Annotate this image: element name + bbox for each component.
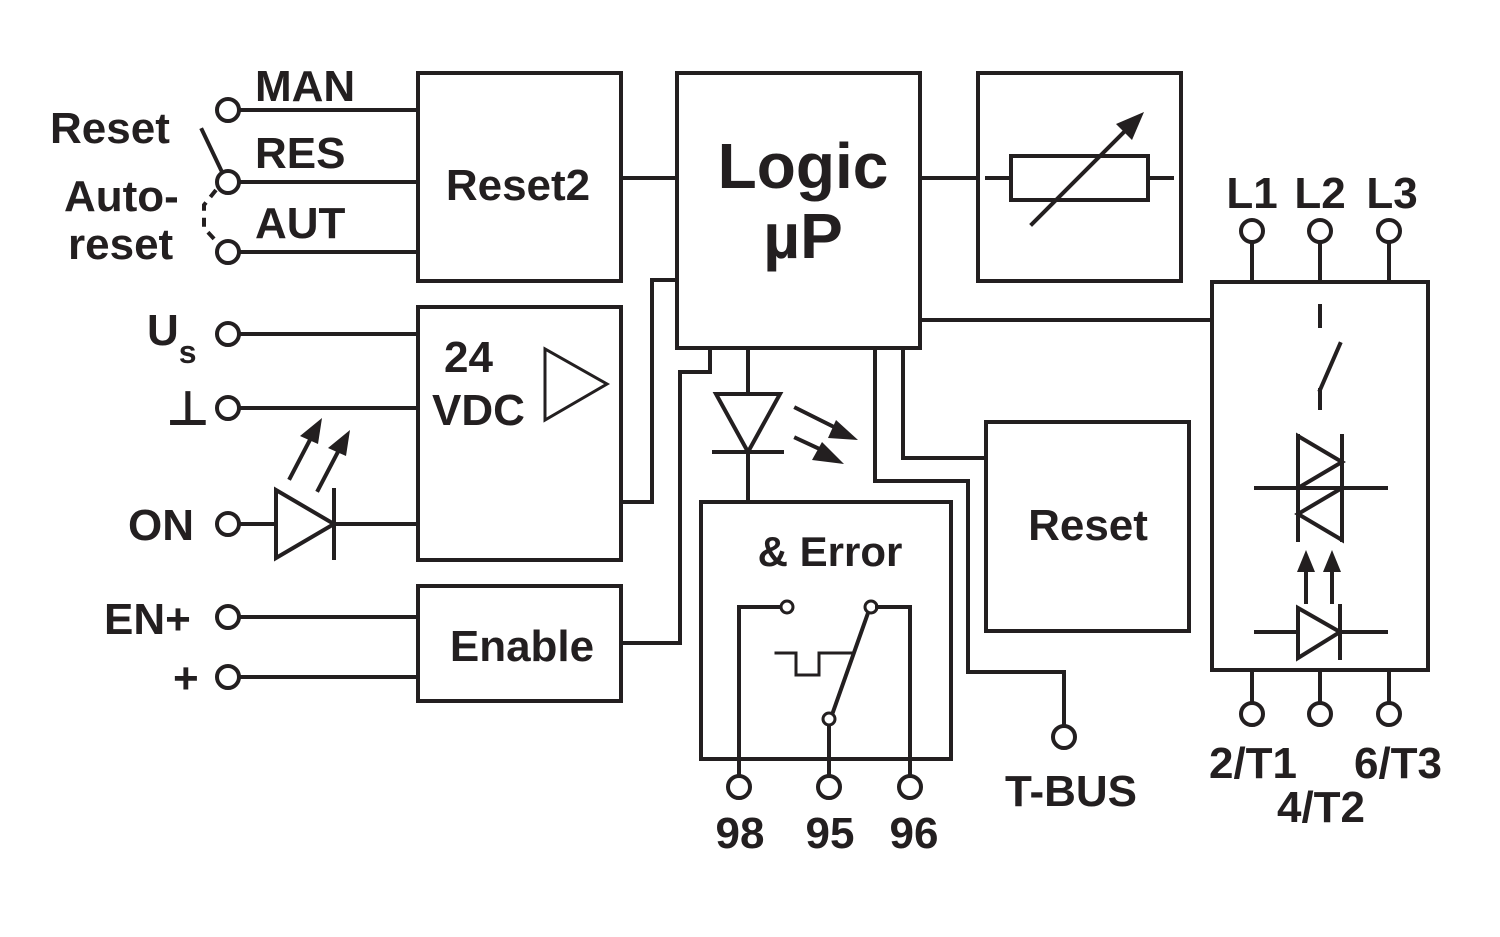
t1-label: 2/T1 (1209, 739, 1297, 788)
l3-label: L3 (1366, 169, 1417, 218)
t96-label: 96 (890, 809, 939, 858)
reset-label: Reset (1028, 501, 1148, 550)
en-plus-label: EN+ (104, 595, 191, 644)
terminal-t2 (1307, 701, 1333, 727)
terminal-t1 (1239, 701, 1265, 727)
error-label: & Error (758, 528, 903, 575)
terminal-us (215, 321, 241, 347)
auto-reset-label-line1: Auto- (64, 172, 179, 221)
terminals (215, 97, 1402, 800)
l1-label: L1 (1226, 169, 1277, 218)
l2-label: L2 (1294, 169, 1345, 218)
terminal-aut (215, 239, 241, 265)
vdc-value-label: 24 (444, 333, 493, 382)
vdc-unit-label: VDC (432, 386, 525, 435)
thermistor-icon (985, 112, 1174, 227)
auto-reset-label-line2: reset (68, 220, 174, 269)
terminal-on (215, 511, 241, 537)
terminal-t-bus (1051, 724, 1077, 750)
plus-label: + (173, 654, 199, 703)
microprocessor-label: µP (763, 200, 843, 272)
terminal-95 (816, 774, 842, 800)
terminal-l2 (1307, 218, 1333, 244)
terminal-en-plus (215, 604, 241, 630)
logic-block (675, 71, 922, 350)
man-label: MAN (255, 62, 355, 111)
terminal-ground (215, 395, 241, 421)
terminal-98 (726, 774, 752, 800)
reset-mode-switch (199, 127, 225, 244)
reset-block (984, 420, 1191, 633)
amplifier-icon (543, 346, 611, 423)
t2-label: 4/T2 (1277, 783, 1365, 832)
supply-24vdc-block (416, 305, 623, 562)
t-bus-label: T-BUS (1005, 767, 1137, 816)
t95-label: 95 (806, 809, 855, 858)
logic-label: Logic (718, 130, 889, 202)
on-label: ON (128, 501, 194, 550)
ground-label: ⊥ (166, 383, 210, 436)
terminal-l1 (1239, 218, 1265, 244)
error-led-icon (712, 392, 858, 464)
terminal-96 (897, 774, 923, 800)
t98-label: 98 (716, 809, 765, 858)
terminal-t3 (1376, 701, 1402, 727)
reset2-label: Reset2 (446, 161, 590, 210)
aut-label: AUT (255, 199, 346, 248)
us-label: Us (147, 306, 197, 370)
on-led-icon (274, 418, 350, 562)
reset-mode-label: Reset (50, 104, 170, 153)
enable-label: Enable (450, 622, 594, 671)
terminal-man (215, 97, 241, 123)
terminal-plus (215, 664, 241, 690)
t3-label: 6/T3 (1354, 739, 1442, 788)
enable-block (416, 584, 623, 703)
reset2-block (416, 71, 623, 283)
wiring (238, 108, 1391, 728)
power-module-internals (1254, 304, 1388, 662)
res-label: RES (255, 129, 345, 178)
error-relay-icon (737, 599, 912, 778)
terminal-res (215, 169, 241, 195)
terminal-l3 (1376, 218, 1402, 244)
